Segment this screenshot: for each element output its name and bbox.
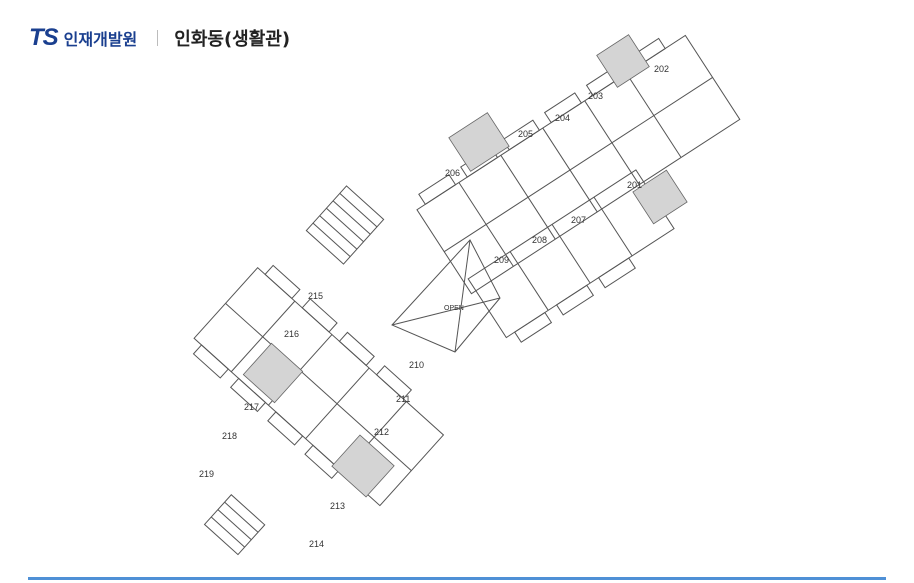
room-label-210: 210	[409, 360, 424, 370]
room-label-203: 203	[588, 91, 603, 101]
header: TS 인재개발원 인화동(생활관)	[29, 24, 290, 52]
room-label-204: 204	[555, 113, 570, 123]
page-title: 인화동(생활관)	[174, 29, 291, 50]
open-label: OPEN	[444, 305, 464, 312]
room-label-216: 216	[284, 329, 299, 339]
logo: TS 인재개발원	[29, 24, 137, 52]
room-label-209: 209	[494, 255, 509, 265]
org-name: 인재개발원	[63, 30, 138, 49]
bottom-rule	[28, 577, 886, 580]
room-label-207: 207	[571, 215, 586, 225]
room-label-201: 201	[627, 180, 642, 190]
room-label-215: 215	[308, 291, 323, 301]
ts-logo-mark: TS	[29, 24, 59, 51]
room-label-211: 211	[396, 394, 410, 404]
room-label-206: 206	[445, 168, 460, 178]
room-label-212: 212	[374, 427, 389, 437]
room-label-208: 208	[532, 235, 547, 245]
room-label-214: 214	[309, 539, 324, 549]
header-divider	[157, 30, 159, 46]
room-label-219: 219	[199, 469, 214, 479]
room-label-213: 213	[330, 501, 345, 511]
room-label-205: 205	[518, 129, 533, 139]
room-label-202: 202	[654, 64, 669, 74]
room-label-217: 217	[244, 402, 259, 412]
room-label-218: 218	[222, 431, 237, 441]
